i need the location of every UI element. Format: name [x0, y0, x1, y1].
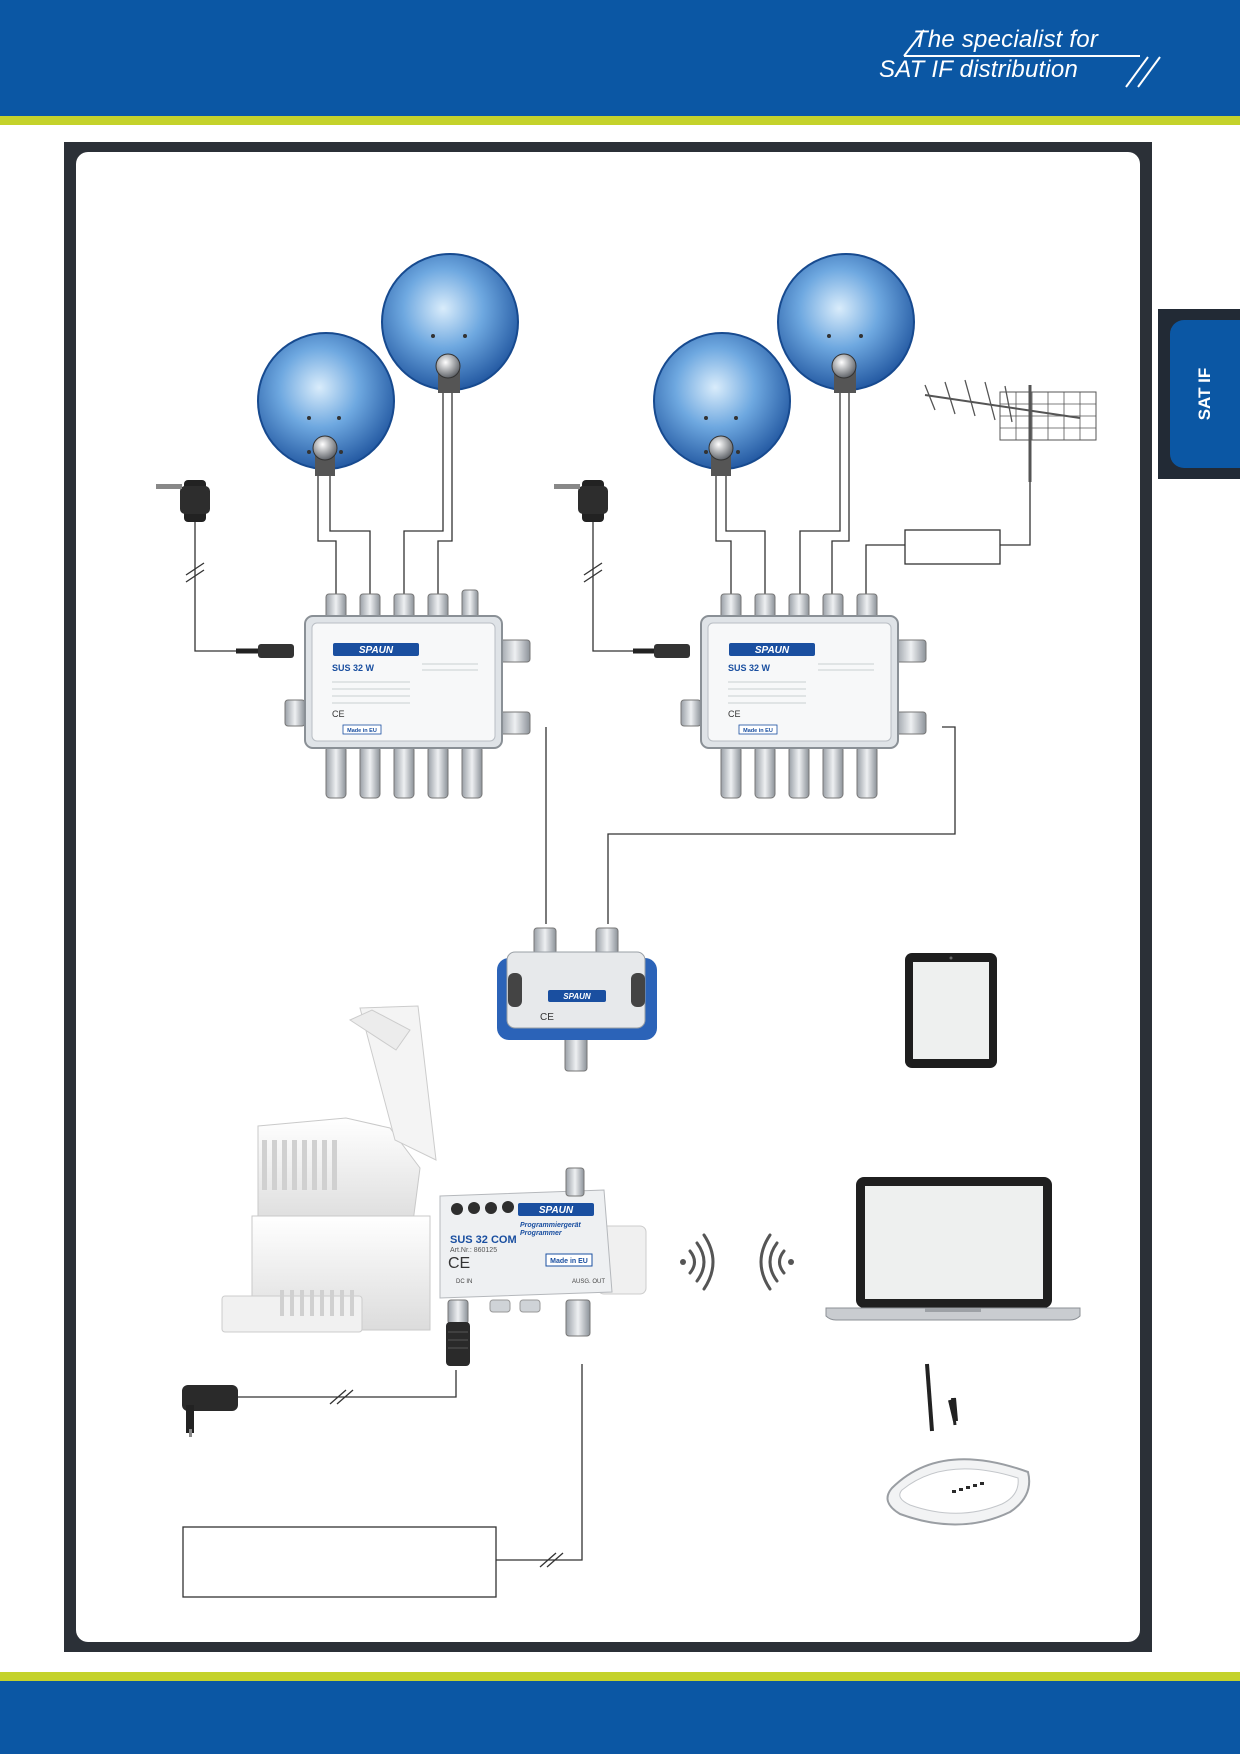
- tagline-line-2: SAT IF distribution: [879, 56, 1078, 83]
- side-tab-sat-if[interactable]: [1170, 320, 1240, 468]
- cable-box-to-terr: [865, 544, 905, 598]
- cable-left-dish2-v2: [403, 388, 444, 598]
- wifi-router-icon: [886, 1363, 1031, 1526]
- multiswitch-right: SPAUN SUS 32 W CE Made in EU: [633, 593, 927, 799]
- programmer-output-label: AUSG. OUT: [572, 1279, 605, 1285]
- multiswitch-right-ce-icon: CE: [728, 709, 741, 719]
- power-adapter-programmer-icon: [182, 1385, 238, 1437]
- splitter: SPAUN CE: [497, 927, 657, 1072]
- cable-right-dish1-h1: [725, 470, 766, 598]
- tablet-icon: [905, 953, 997, 1068]
- cable-right-dish2-v2: [799, 388, 841, 598]
- wifi-signal-in-icon: [759, 1233, 794, 1291]
- tagline-slash-decoration: [903, 29, 1161, 88]
- multiswitch-left: SPAUN SUS 32 W CE Made in EU: [236, 589, 531, 799]
- cable-left-dish2-h2: [437, 388, 453, 598]
- cable-right-dish2-h2: [831, 388, 850, 598]
- tagline-line-1: The specialist for: [913, 26, 1099, 53]
- multiswitch-left-brand: SPAUN: [359, 645, 394, 656]
- multiswitch-left-model: SUS 32 W: [332, 663, 375, 673]
- page-footer: [0, 1681, 1240, 1754]
- power-adapter-left-icon: [156, 480, 210, 522]
- satellite-dish-right-front-icon: [653, 332, 791, 476]
- page-header: [0, 0, 1240, 116]
- cable-programmer-psu: [210, 1370, 457, 1398]
- cable-programmer-output: [496, 1364, 583, 1561]
- splitter-ce-icon: CE: [540, 1012, 554, 1023]
- connection-target-box: [182, 1526, 497, 1598]
- programmer-leds: [451, 1201, 514, 1215]
- programmer-ce-icon: CE: [448, 1255, 470, 1272]
- programmer-subtitle-en: Programmer: [520, 1230, 563, 1237]
- tagline: The specialist for SAT IF distribution: [820, 0, 1240, 116]
- cable-break-marks: [185, 562, 603, 1568]
- terrestrial-amplifier-box: [904, 529, 1001, 565]
- cable-left-dish1-v1: [317, 470, 337, 598]
- cable-left-psu: [194, 520, 236, 652]
- multiswitch-right-model: SUS 32 W: [728, 663, 771, 673]
- laptop-icon: [825, 1177, 1081, 1321]
- cables: [194, 388, 1031, 1561]
- programmer-vents: [262, 1140, 354, 1316]
- multiswitch-right-brand: SPAUN: [755, 645, 790, 656]
- cable-right-psu: [592, 520, 633, 652]
- multiswitch-left-made-in: Made in EU: [347, 728, 377, 734]
- programmer-made-in: Made in EU: [550, 1258, 588, 1265]
- cable-right-dish1-v1: [715, 470, 732, 598]
- cable-antenna-to-box: [1000, 480, 1031, 546]
- programmer-art-nr: Art.Nr.: 860125: [450, 1247, 497, 1254]
- programmer-model: SUS 32 COM: [450, 1234, 517, 1246]
- programmer-dc-in-label: DC IN: [456, 1279, 472, 1285]
- terrestrial-antenna-icon: [924, 379, 1097, 482]
- power-adapter-right-icon: [554, 480, 608, 522]
- satellite-dish-right-back-icon: [777, 253, 915, 393]
- satellite-dish-left-back-icon: [381, 253, 519, 393]
- wifi-signal-out-icon: [680, 1233, 715, 1291]
- header-accent-stripe: [0, 116, 1240, 125]
- footer-accent-stripe: [0, 1672, 1240, 1681]
- satellite-dish-left-front-icon: [257, 332, 395, 476]
- cable-right-switch-to-splitter: [607, 726, 956, 924]
- multiswitch-right-made-in: Made in EU: [743, 728, 773, 734]
- multiswitch-left-ce-icon: CE: [332, 709, 345, 719]
- cable-left-dish1-h1: [329, 470, 371, 598]
- programmer-subtitle-de: Programmiergerät: [520, 1222, 581, 1229]
- programmer-device: SPAUN Programmiergerät Programmer SUS 32…: [221, 1005, 647, 1366]
- programmer-brand: SPAUN: [539, 1205, 574, 1216]
- splitter-brand: SPAUN: [563, 992, 591, 1001]
